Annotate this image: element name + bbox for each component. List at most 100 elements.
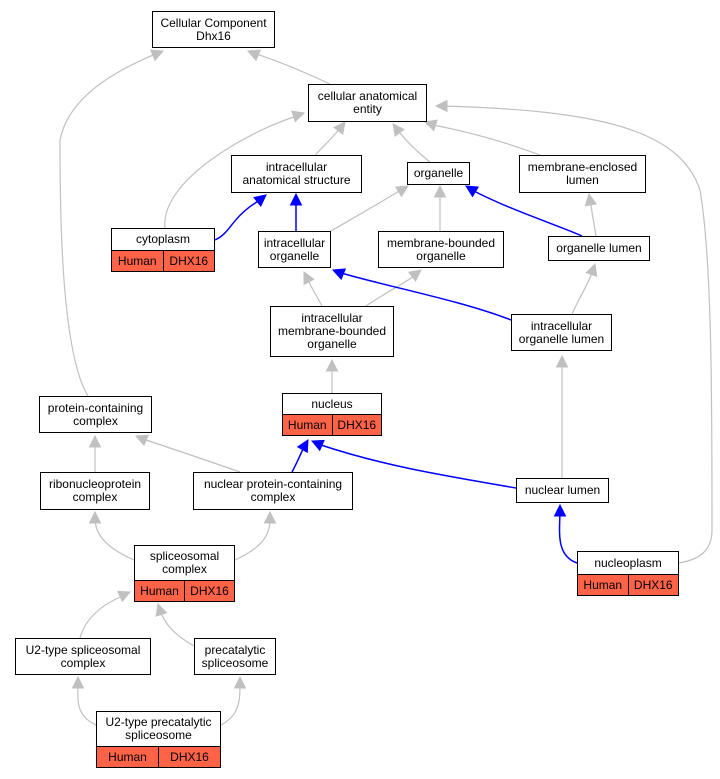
edge-line bbox=[337, 271, 512, 321]
edge-line bbox=[214, 199, 261, 241]
edge-arrowhead bbox=[423, 119, 438, 132]
edge-arrowhead bbox=[553, 503, 567, 517]
edge-line bbox=[59, 51, 161, 397]
node-cellular-component-dhx16[interactable]: Cellular Component Dhx16 bbox=[152, 11, 275, 48]
edge-cytoplasm-to-intracellular-anatomical-structure bbox=[214, 194, 267, 241]
edge-arrowhead bbox=[134, 434, 149, 447]
edge-arrowhead bbox=[149, 49, 165, 62]
node-nucleus[interactable]: nucleus Human DHX16 bbox=[282, 393, 382, 436]
edge-arrowhead bbox=[325, 358, 339, 372]
edge-arrowhead bbox=[296, 439, 309, 454]
node-membrane-enclosed-lumen[interactable]: membrane-enclosed lumen bbox=[519, 155, 646, 193]
species-tag: Human bbox=[578, 575, 628, 595]
edge-line bbox=[94, 517, 135, 561]
edge-intracellular-organelle-to-intracellular-anatomical-structure bbox=[289, 192, 303, 231]
edge-arrowhead bbox=[291, 110, 306, 123]
node-intracellular-anatomical-structure[interactable]: intracellular anatomical structure bbox=[231, 155, 362, 193]
edge-nuclear-protein-containing-complex-to-protein-containing-complex bbox=[134, 434, 241, 473]
edge-arrowhead bbox=[585, 262, 598, 277]
edge-arrowhead bbox=[434, 99, 448, 113]
annotation-row: Human DHX16 bbox=[112, 250, 214, 271]
edge-line bbox=[139, 437, 241, 473]
edge-membrane-bounded-organelle-to-organelle bbox=[433, 184, 447, 231]
edge-line bbox=[79, 594, 126, 639]
edge-intracellular-anatomical-structure-to-cellular-anatomical-entity bbox=[314, 121, 346, 156]
edge-intracellular-membrane-bounded-organelle-to-membrane-bounded-organelle bbox=[365, 269, 422, 307]
node-cellular-anatomical-entity[interactable]: cellular anatomical entity bbox=[308, 84, 427, 122]
edge-arrowhead bbox=[331, 268, 347, 281]
edge-u2-type-spliceosomal-complex-to-spliceosomal-complex bbox=[79, 590, 132, 639]
edge-line bbox=[427, 123, 541, 156]
node-u2-type-precatalytic-spliceosome[interactable]: U2-type precatalytic spliceosome Human D… bbox=[96, 711, 221, 768]
edge-arrowhead bbox=[253, 194, 267, 208]
edge-arrowhead bbox=[117, 590, 132, 603]
species-tag: Human bbox=[283, 415, 332, 435]
gene-tag: DHX16 bbox=[162, 251, 214, 271]
node-nuclear-lumen[interactable]: nuclear lumen bbox=[516, 478, 609, 503]
edge-arrowhead bbox=[408, 269, 422, 282]
edge-cytoplasm-to-cellular-anatomical-entity bbox=[164, 110, 306, 229]
node-membrane-bounded-organelle[interactable]: membrane-bounded organelle bbox=[378, 231, 504, 268]
annotation-row: Human DHX16 bbox=[135, 580, 234, 601]
node-spliceosomal-complex[interactable]: spliceosomal complex Human DHX16 bbox=[134, 545, 235, 602]
node-cytoplasm[interactable]: cytoplasm Human DHX16 bbox=[111, 228, 215, 272]
edge-arrowhead bbox=[333, 121, 346, 135]
edge-line bbox=[234, 517, 271, 561]
node-label: nucleoplasm bbox=[594, 555, 662, 570]
edge-nucleus-to-intracellular-membrane-bounded-organelle bbox=[325, 358, 339, 393]
node-u2-type-spliceosomal-complex[interactable]: U2-type spliceosomal complex bbox=[15, 638, 151, 675]
edge-organelle-lumen-to-membrane-enclosed-lumen bbox=[584, 192, 598, 237]
node-label: cytoplasm bbox=[135, 232, 191, 246]
edge-arrowhead bbox=[465, 185, 480, 198]
edge-arrowhead bbox=[310, 439, 325, 452]
edge-organelle-lumen-to-organelle bbox=[465, 185, 583, 237]
species-tag: Human bbox=[97, 747, 158, 767]
node-protein-containing-complex[interactable]: protein-containing complex bbox=[39, 396, 152, 433]
edge-line bbox=[249, 51, 331, 85]
edge-line bbox=[571, 269, 594, 315]
edge-line bbox=[317, 443, 517, 489]
edge-line bbox=[589, 199, 597, 237]
edge-arrowhead bbox=[303, 271, 315, 286]
edge-precatalytic-spliceosome-to-spliceosomal-complex bbox=[155, 602, 195, 647]
edge-arrowhead bbox=[88, 510, 102, 524]
node-label: spliceosomal complex bbox=[149, 549, 220, 576]
node-intracellular-organelle-lumen[interactable]: intracellular organelle lumen bbox=[511, 314, 612, 351]
node-organelle-lumen[interactable]: organelle lumen bbox=[548, 236, 650, 261]
edge-nuclear-protein-containing-complex-to-nucleus bbox=[291, 439, 309, 473]
edge-nuclear-lumen-to-nucleus bbox=[310, 439, 517, 489]
edge-arrowhead bbox=[71, 675, 85, 689]
edge-intracellular-organelle-lumen-to-intracellular-organelle bbox=[331, 268, 512, 321]
annotation-row: Human DHX16 bbox=[578, 574, 678, 595]
edge-organelle-to-cellular-anatomical-entity bbox=[392, 123, 431, 163]
node-precatalytic-spliceosome[interactable]: precatalytic spliceosome bbox=[194, 638, 276, 675]
edge-arrowhead bbox=[433, 184, 447, 198]
edge-line bbox=[471, 189, 583, 237]
edge-u2-type-precatalytic-spliceosome-to-u2-type-spliceosomal-complex bbox=[71, 675, 97, 726]
node-ribonucleoprotein-complex[interactable]: ribonucleoprotein complex bbox=[40, 472, 150, 510]
edge-nucleoplasm-to-nuclear-lumen bbox=[553, 503, 578, 564]
edge-arrowhead bbox=[155, 602, 168, 617]
node-label: U2-type precatalytic spliceosome bbox=[105, 715, 212, 742]
edge-arrowhead bbox=[584, 192, 598, 207]
edge-arrowhead bbox=[394, 185, 409, 198]
gene-tag: DHX16 bbox=[627, 575, 678, 595]
edge-nucleoplasm-to-cellular-anatomical-entity bbox=[434, 99, 713, 564]
node-intracellular-membrane-bounded-organelle[interactable]: intracellular membrane-bounded organelle bbox=[270, 306, 394, 357]
gene-tag: DHX16 bbox=[158, 747, 220, 767]
edge-intracellular-organelle-to-organelle bbox=[330, 185, 409, 232]
edge-line bbox=[159, 609, 195, 647]
edge-spliceosomal-complex-to-nuclear-protein-containing-complex bbox=[234, 510, 277, 561]
node-organelle[interactable]: organelle bbox=[407, 162, 470, 185]
node-nucleoplasm[interactable]: nucleoplasm Human DHX16 bbox=[577, 551, 679, 596]
edge-arrowhead bbox=[263, 510, 277, 524]
node-nuclear-protein-containing-complex[interactable]: nuclear protein-containing complex bbox=[193, 472, 353, 510]
edge-arrowhead bbox=[233, 675, 247, 689]
edge-protein-containing-complex-to-root bbox=[59, 49, 165, 397]
edge-cellular-anatomical-entity-to-root bbox=[246, 49, 331, 85]
edge-spliceosomal-complex-to-ribonucleoprotein-complex bbox=[88, 510, 135, 561]
edge-u2-type-precatalytic-spliceosome-to-precatalytic-spliceosome bbox=[220, 675, 247, 726]
node-intracellular-organelle[interactable]: intracellular organelle bbox=[258, 231, 331, 268]
edge-line bbox=[439, 105, 713, 564]
